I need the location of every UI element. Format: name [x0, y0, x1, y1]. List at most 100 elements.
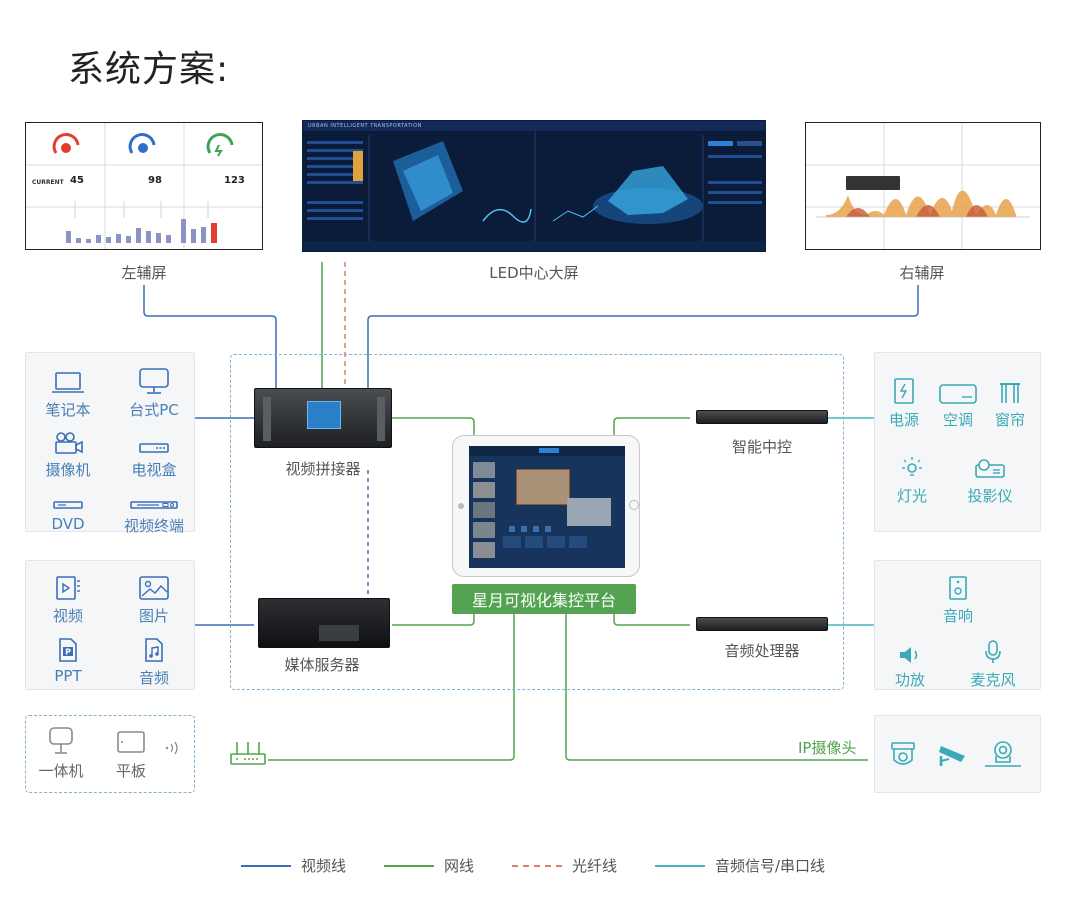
media-server-label: 媒体服务器 [284, 656, 360, 674]
webcam-icon[interactable] [983, 738, 1023, 774]
line-legend: 视频线 网线 光纤线 音频信号/串口线 [0, 855, 1066, 876]
led-screen-header: URBAN INTELLIGENT TRANSPORTATION [308, 123, 422, 129]
control-power-label: 电源 [888, 411, 919, 429]
media-audio[interactable]: 音频 [109, 631, 199, 688]
source-tv-box[interactable]: 电视盒 [109, 423, 199, 480]
camcorder-icon [52, 423, 84, 455]
tablet-icon [116, 724, 146, 756]
light-bulb-icon [899, 449, 925, 481]
left-screen-value-3: 123 [224, 175, 245, 186]
wireless-signal-icon [164, 740, 182, 760]
dvd-player-icon [52, 479, 84, 511]
control-air-conditioner[interactable]: 空调 [913, 373, 1003, 430]
projector-icon [973, 449, 1007, 481]
media-files-panel: 视频 图片 P PPT 音频 [25, 560, 195, 690]
ip-camera-panel [874, 715, 1041, 793]
audio-speaker[interactable]: 音响 [913, 569, 1003, 626]
ip-camera-label: IP摄像头 [798, 739, 857, 757]
media-audio-label: 音频 [138, 669, 169, 687]
audio-processor-label: 音频处理器 [724, 642, 800, 660]
source-laptop[interactable]: 笔记本 [23, 363, 113, 420]
terminal-tablet[interactable]: 平板 [86, 724, 176, 781]
left-screen-value-2: 98 [148, 175, 162, 186]
source-video-terminal-label: 视频终端 [123, 517, 184, 535]
media-ppt-label: PPT [54, 667, 82, 685]
led-screen-dashboard [303, 121, 765, 251]
source-camcorder[interactable]: 摄像机 [23, 423, 113, 480]
source-tv-box-label: 电视盒 [131, 461, 177, 479]
legend-audio-line-label: 音频信号/串口线 [714, 857, 826, 875]
video-terminal-icon [129, 479, 179, 511]
legend-network-line: 网线 [383, 855, 474, 876]
dome-camera-icon[interactable] [889, 740, 917, 774]
legend-fiber-line: 光纤线 [511, 855, 617, 876]
microphone-icon [983, 633, 1003, 665]
video-splicer-label: 视频拼接器 [285, 460, 361, 478]
tablet-screen [469, 446, 625, 568]
air-conditioner-icon [938, 373, 978, 405]
left-screen-tile-label: CURRENT [32, 179, 64, 186]
svg-text:P: P [65, 648, 71, 657]
video-splicer-device[interactable] [254, 388, 392, 448]
bullet-camera-icon[interactable] [935, 742, 969, 774]
source-desktop-pc-label: 台式PC [129, 401, 179, 419]
image-icon [138, 569, 170, 601]
router-icon [228, 740, 268, 772]
control-air-conditioner-label: 空调 [942, 411, 973, 429]
legend-audio-line: 音频信号/串口线 [654, 855, 826, 876]
audio-file-icon [143, 631, 165, 663]
left-screen-label: 左辅屏 [121, 264, 167, 282]
source-video-terminal[interactable]: 视频终端 [109, 479, 199, 536]
control-curtain[interactable]: 窗帘 [965, 373, 1055, 430]
page-title: 系统方案: [68, 49, 230, 90]
source-desktop-pc[interactable]: 台式PC [109, 363, 199, 420]
network-line-ipcam [565, 605, 868, 761]
power-icon [892, 373, 916, 405]
left-screen-dashboard [26, 123, 262, 249]
terminal-tablet-label: 平板 [115, 762, 146, 780]
control-tablet[interactable] [452, 435, 640, 577]
media-video[interactable]: 视频 [23, 569, 113, 626]
core-system-boundary [230, 354, 844, 690]
terminal-all-in-one[interactable]: 一体机 [16, 724, 106, 781]
home-button[interactable] [629, 500, 639, 510]
media-ppt[interactable]: P PPT [23, 631, 113, 685]
legend-fiber-line-label: 光纤线 [571, 857, 617, 875]
network-line-router [268, 605, 515, 761]
audio-microphone[interactable]: 麦克风 [948, 633, 1038, 690]
audio-processor-device[interactable] [696, 617, 828, 631]
mobile-terminals-panel: 一体机 平板 [25, 715, 195, 793]
audio-microphone-label: 麦克风 [970, 671, 1016, 689]
audio-amplifier[interactable]: 功放 [865, 633, 955, 690]
media-image-label: 图片 [138, 607, 169, 625]
video-sources-panel: 笔记本 台式PC 摄像机 电视盒 DVD 视频终端 [23, 352, 195, 535]
media-server-device[interactable] [258, 598, 390, 648]
control-projector[interactable]: 投影仪 [945, 449, 1035, 506]
left-screen-value-1: 45 [70, 175, 84, 186]
tv-box-icon [138, 423, 170, 455]
legend-network-line-label: 网线 [443, 857, 474, 875]
audio-speaker-label: 音响 [942, 607, 973, 625]
source-dvd-label: DVD [51, 515, 85, 533]
splicer-display [307, 401, 341, 429]
smart-control-device[interactable] [696, 410, 828, 424]
control-power[interactable]: 电源 [859, 373, 949, 430]
source-dvd[interactable]: DVD [23, 479, 113, 533]
speaker-icon [948, 569, 968, 601]
led-screen-label: LED中心大屏 [489, 264, 579, 282]
source-camcorder-label: 摄像机 [45, 461, 91, 479]
curtain-icon [998, 373, 1022, 405]
led-center-screen: URBAN INTELLIGENT TRANSPORTATION [302, 120, 766, 252]
laptop-icon [51, 363, 85, 395]
control-curtain-label: 窗帘 [994, 411, 1025, 429]
legend-video-line-label: 视频线 [300, 857, 346, 875]
right-aux-screen [805, 122, 1041, 250]
network-line-media-platform [392, 600, 475, 626]
media-image[interactable]: 图片 [109, 569, 199, 626]
media-video-label: 视频 [52, 607, 83, 625]
source-laptop-label: 笔记本 [45, 401, 91, 419]
control-lighting-label: 灯光 [896, 487, 927, 505]
control-lighting[interactable]: 灯光 [867, 449, 957, 506]
legend-video-line: 视频线 [240, 855, 346, 876]
